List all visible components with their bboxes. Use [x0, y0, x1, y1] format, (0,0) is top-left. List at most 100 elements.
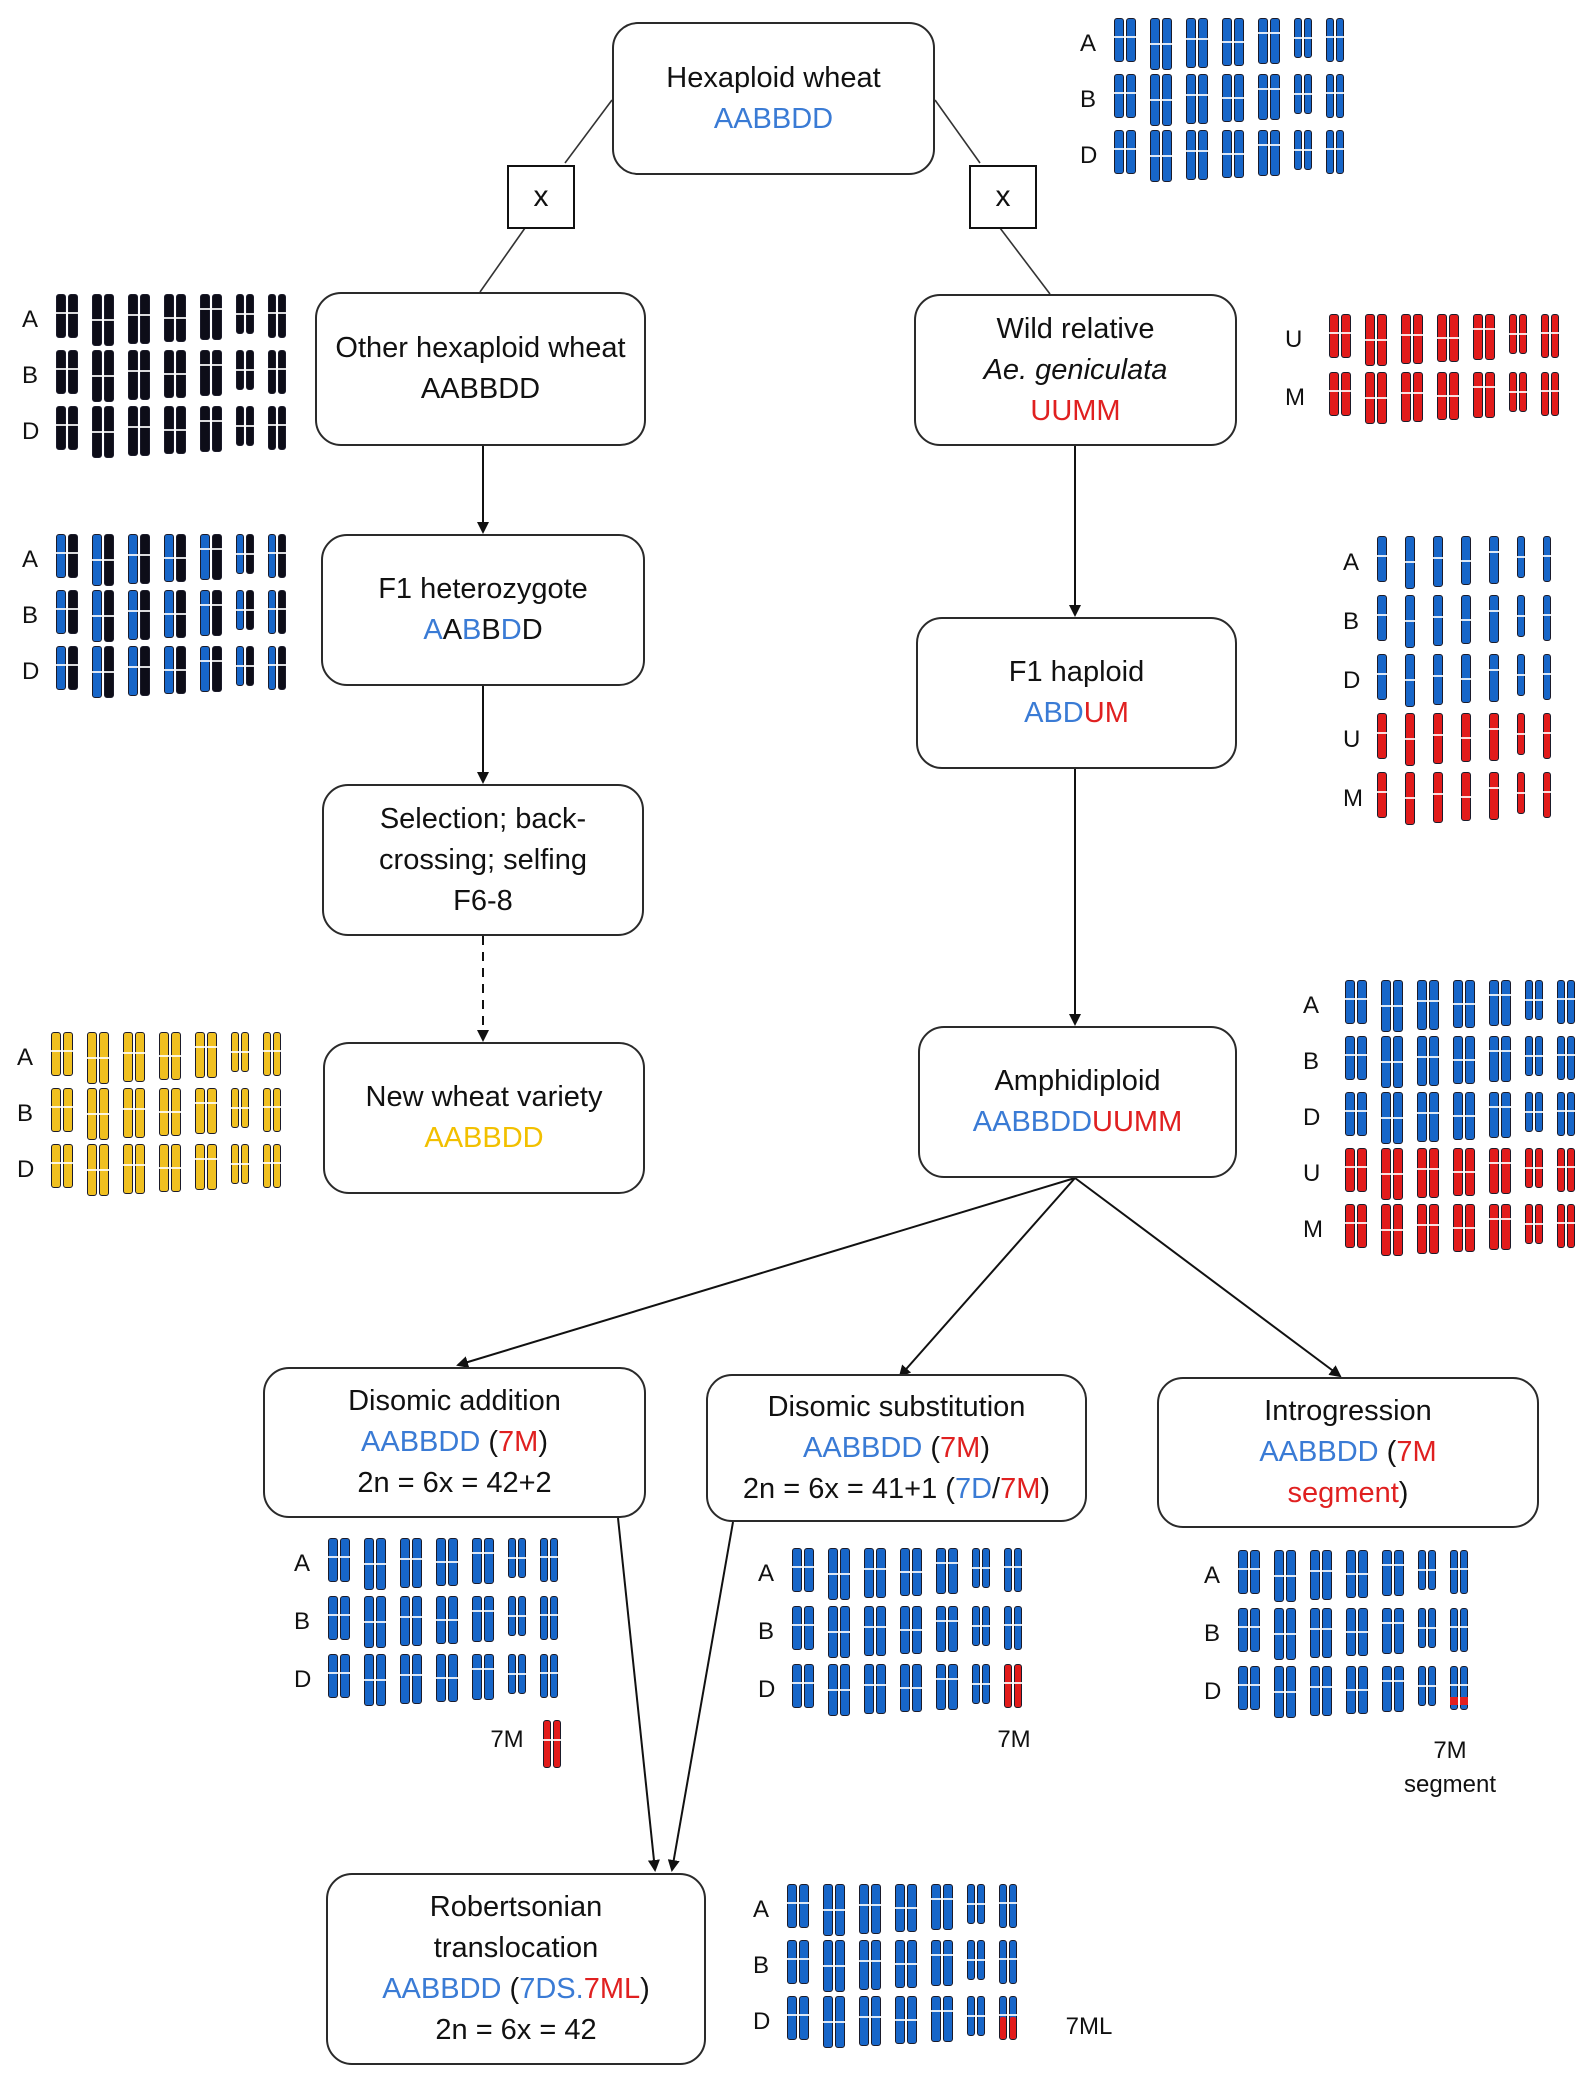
chromosome	[1358, 1550, 1368, 1598]
chromosome-pair	[1405, 654, 1415, 707]
chromosome-pair	[1238, 1608, 1260, 1652]
chromosome	[140, 350, 150, 400]
chromosome	[1489, 1092, 1499, 1138]
chromosome-pair	[1433, 654, 1443, 705]
karyotype-row: B	[1204, 1608, 1482, 1660]
chromosome	[936, 1606, 946, 1652]
chromosome-pair	[1326, 130, 1344, 174]
chromosome-pair	[123, 1032, 145, 1082]
chromosome	[268, 350, 276, 394]
chromosome-pair	[92, 350, 114, 402]
chromosome-pair	[159, 1032, 181, 1080]
chromosome	[246, 294, 254, 334]
chromosome-pair	[1461, 772, 1471, 821]
chromosome	[171, 1032, 181, 1080]
chromosome	[56, 534, 66, 578]
chromosome	[104, 294, 114, 346]
chromosome-pair	[328, 1538, 350, 1582]
chromosome-pair	[1004, 1664, 1022, 1708]
chromosome-pair	[128, 534, 150, 584]
arrow-amphi-to-substitution	[898, 1177, 1076, 1378]
chromosome	[1453, 1036, 1463, 1084]
chromosome	[236, 590, 244, 630]
karyotype-row: A	[1080, 18, 1358, 70]
chromosome-pair	[1310, 1608, 1332, 1658]
translocated-arm-7ml	[1000, 2017, 1006, 2039]
chromosome	[1453, 980, 1463, 1028]
chromosome	[128, 646, 138, 696]
chromosome-pair	[328, 1654, 350, 1698]
chromosome-pair	[999, 1940, 1017, 1984]
chromosome-pair	[400, 1596, 422, 1646]
chromosome	[1014, 1664, 1022, 1708]
translocated-arm-7ml	[1010, 2017, 1016, 2039]
chromosome	[1517, 772, 1525, 814]
chromosome	[1567, 980, 1575, 1024]
chromosome	[212, 590, 222, 636]
chromosome-pair	[1294, 130, 1312, 170]
chromosome	[263, 1088, 271, 1132]
chromosome	[1357, 1036, 1367, 1080]
chromosome	[176, 590, 186, 638]
chromosome	[1525, 1036, 1533, 1076]
karyotype-row: A	[22, 534, 300, 586]
karyotype-row: B	[22, 350, 300, 402]
chromosome	[1326, 74, 1334, 118]
node-genome: AABBDDUUMM	[972, 1106, 1183, 1138]
chromosome	[448, 1538, 458, 1586]
chromosome-pair	[1114, 130, 1136, 174]
chromosome-pair	[1381, 1204, 1403, 1256]
chromosome	[484, 1596, 494, 1642]
chromosome-pair	[1417, 1148, 1439, 1198]
chromosome-pair	[1329, 314, 1351, 358]
chromosome-pair	[1186, 130, 1208, 180]
chromosome	[1310, 1550, 1320, 1600]
chromosome-pair	[931, 1884, 953, 1930]
chromosome	[1238, 1608, 1248, 1652]
chromosome	[1304, 18, 1312, 58]
karyotype-row: B	[758, 1606, 1036, 1658]
chromosome	[1567, 1036, 1575, 1080]
chromosome-pair	[1345, 1036, 1367, 1080]
chromosome	[1234, 130, 1244, 178]
chromosome-pair	[1377, 536, 1387, 582]
chromosome	[195, 1088, 205, 1134]
chromosome	[907, 1884, 917, 1932]
karyotype-row: U	[1343, 713, 1569, 766]
chromosome-pair	[931, 1940, 953, 1986]
chromosome	[1557, 1092, 1565, 1136]
chromosome	[51, 1088, 61, 1132]
chromosome-pair	[236, 646, 254, 686]
chromosome	[241, 1032, 249, 1072]
chromosome	[340, 1654, 350, 1698]
node-genome: AABBDD (7M	[1259, 1436, 1437, 1468]
chromosome	[931, 1940, 941, 1986]
chromosome	[931, 1884, 941, 1930]
genome-label: B	[753, 1952, 770, 1979]
chromosome	[1433, 772, 1443, 823]
chromosome	[828, 1548, 838, 1600]
chromosome-pair	[1541, 314, 1559, 358]
chromosome	[1557, 1204, 1565, 1248]
chromosome-pair	[164, 590, 186, 638]
chromosome-pair	[236, 294, 254, 334]
genome-label: D	[17, 1156, 35, 1183]
chromosome	[1274, 1666, 1284, 1718]
chromosome	[907, 1940, 917, 1988]
chromosome	[1557, 1036, 1565, 1080]
chromosome	[799, 1884, 809, 1928]
chromosome-pair	[508, 1538, 526, 1578]
chromosome	[900, 1548, 910, 1596]
chromosome	[63, 1032, 73, 1076]
label-7m-introgression: 7M	[1433, 1737, 1467, 1764]
chromosome-pair	[1489, 654, 1499, 702]
chromosome	[87, 1088, 97, 1140]
chromosome	[231, 1144, 239, 1184]
chromosome	[1418, 1608, 1426, 1648]
chromosome-pair	[1453, 980, 1475, 1028]
chromosome-pair	[823, 1884, 845, 1936]
chromosome-pair	[268, 294, 286, 338]
chromosome	[212, 534, 222, 580]
chromosome	[135, 1032, 145, 1082]
chromosome-pair	[159, 1144, 181, 1192]
